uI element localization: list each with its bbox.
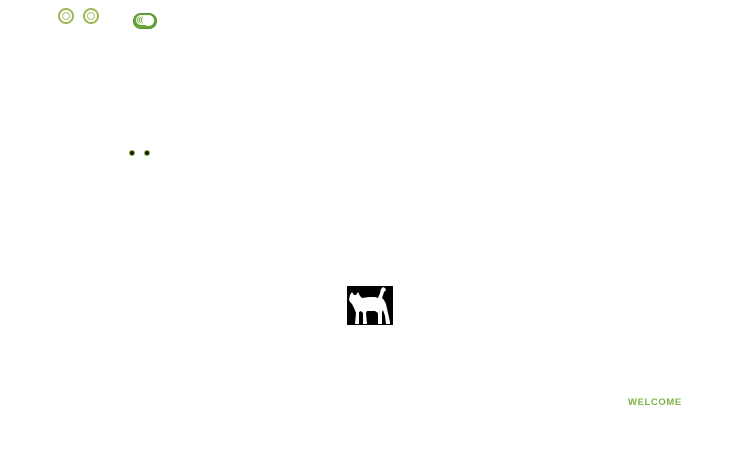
- double-ring-icon[interactable]: [58, 8, 74, 24]
- dot-icon: [144, 150, 150, 156]
- inner-ring-icon: [62, 12, 70, 20]
- cat-silhouette-icon: [347, 286, 393, 325]
- toggle-knob[interactable]: [143, 15, 154, 26]
- inner-ring-icon: [87, 12, 95, 20]
- toggle-switch[interactable]: [133, 13, 157, 29]
- welcome-label: WELCOME: [628, 397, 682, 408]
- dot-icon: [129, 150, 135, 156]
- double-ring-icon[interactable]: [83, 8, 99, 24]
